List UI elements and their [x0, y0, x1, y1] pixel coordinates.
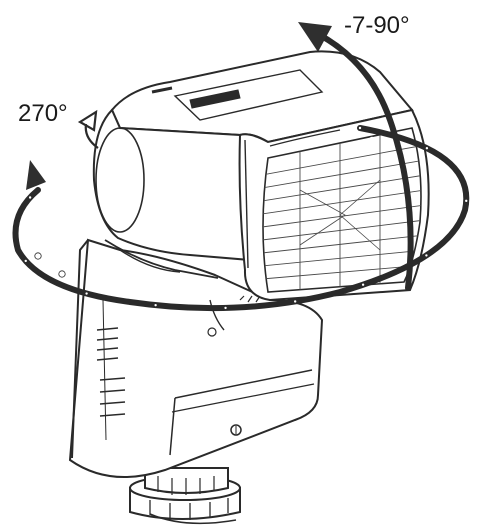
swivel-ring-markers: [34, 252, 66, 278]
swivel-arrow-head-icon: [26, 160, 46, 190]
swivel-rotation-arrow: [12, 109, 470, 312]
swivel-angle-label: 270°: [18, 100, 68, 127]
flash-body: [68, 238, 324, 479]
hot-shoe-foot: [129, 467, 241, 525]
flash-head: [92, 50, 430, 302]
tilt-angle-label: -7-90°: [344, 12, 410, 39]
tilt-arrow-head-icon: [298, 22, 332, 52]
swivel-back-arrow-icon: [77, 109, 99, 149]
tilt-rotation-arrow: [298, 22, 414, 291]
